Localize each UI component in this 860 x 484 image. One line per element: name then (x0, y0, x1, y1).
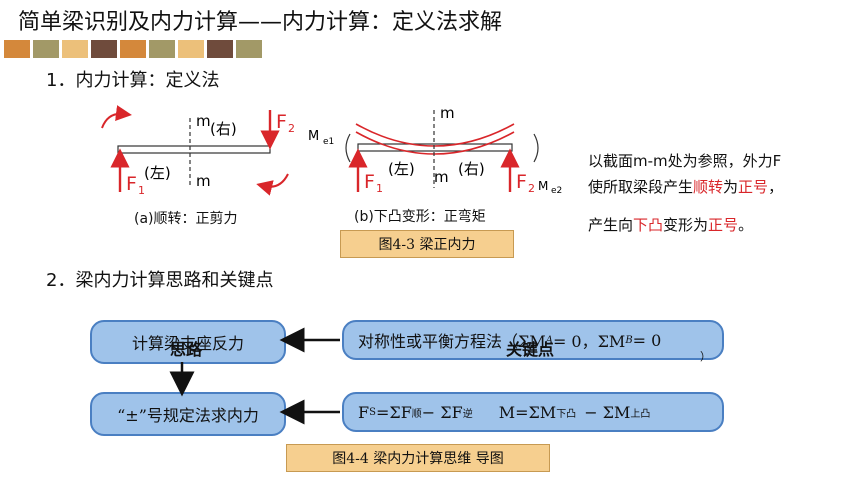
label-f2-sub: 2 (528, 182, 535, 195)
label-f2: F (276, 111, 287, 133)
color-swatch (207, 40, 233, 58)
label-f2-sub: 2 (288, 122, 295, 135)
subscript: B (625, 334, 633, 346)
label-left: (左) (144, 164, 171, 182)
figure-label-4-3: 图4-3 梁正内力 (340, 230, 514, 258)
note-line-1: 以截面m-m处为参照，外力F (588, 152, 782, 170)
label-left: (左) (388, 160, 415, 178)
label-f1-sub: 1 (376, 182, 383, 195)
label-m-bottom: m (196, 172, 211, 190)
label-me2: M (538, 179, 548, 193)
note-text: 。 (738, 216, 754, 234)
caption-b: (b)下凸变形：正弯矩 (354, 209, 486, 225)
closing-paren: ） (700, 350, 711, 363)
note-text: ， (768, 178, 784, 196)
color-swatch (236, 40, 262, 58)
flow-box-text: = 0，ΣM (552, 332, 626, 351)
flow-box-text: 计算梁支座反力 (131, 334, 244, 353)
label-m-bottom: m (434, 168, 449, 186)
color-bar (4, 40, 262, 58)
note-text: 变形为 (663, 216, 709, 234)
caption-a: (a)顺转：正剪力 (134, 211, 238, 227)
note-highlight: 正号 (708, 216, 739, 234)
label-m-top: m (440, 104, 455, 122)
label-right: (右) (210, 120, 237, 138)
overlay-label-thinking: 思路 (170, 340, 203, 359)
flow-box-text: − ΣF (421, 402, 463, 422)
diagram-a-shear: m (右) (左) m F 1 F 2 (101, 105, 295, 197)
flow-box-text: M=ΣM (498, 402, 557, 422)
subscript: 下凸 (556, 408, 577, 420)
note-line-2: 使所取梁段产生顺转为正号， (588, 176, 783, 197)
label-f1: F (364, 171, 375, 193)
page-title: 简单梁识别及内力计算——内力计算：定义法求解 (18, 10, 503, 35)
diagram-b-moment: m M e1 (左) m (右) F 1 F 2 M e2 (308, 104, 562, 196)
moment-arrow-icon (533, 133, 539, 163)
color-swatch (4, 40, 30, 58)
color-swatch (62, 40, 88, 58)
flow-box-text: 对称性或平衡方程法（ΣM (358, 332, 546, 351)
flow-box-reactions: 计算梁支座反力 (90, 320, 286, 364)
subscript: 逆 (462, 408, 473, 420)
flow-box-text: = 0 (632, 330, 662, 350)
flow-box-text: =ΣF (375, 402, 412, 422)
note-line-3: 产生向下凸变形为正号。 (588, 214, 753, 235)
flow-box-text: − ΣM (584, 402, 631, 422)
flow-box-text: F (358, 402, 370, 422)
note-highlight: 下凸 (633, 216, 664, 234)
label-me2-sub: e2 (551, 186, 562, 196)
label-right: (右) (458, 160, 485, 178)
rotation-arrow-icon (101, 105, 132, 129)
color-swatch (33, 40, 59, 58)
figure-label-4-4: 图4-4 梁内力计算思维 导图 (286, 444, 550, 472)
color-swatch (91, 40, 117, 58)
section-heading-2: 2．梁内力计算思路和关键点 (46, 270, 274, 291)
overlay-label-key-points: 关键点 (506, 340, 555, 359)
note-text: 产生向 (588, 216, 634, 234)
section-heading-1: 1．内力计算：定义法 (46, 70, 220, 91)
note-text: 使所取梁段产生 (588, 178, 694, 196)
note-highlight: 正号 (738, 178, 769, 196)
color-swatch (120, 40, 146, 58)
subscript: 上凸 (630, 408, 651, 420)
flow-box-sign-convention: “±”号规定法求内力 (90, 392, 286, 436)
note-highlight: 顺转 (693, 178, 724, 196)
label-m-top: m (196, 112, 211, 130)
color-swatch (149, 40, 175, 58)
label-me1: M (308, 129, 319, 144)
color-swatch (178, 40, 204, 58)
subscript: A (545, 334, 553, 346)
flow-box-text: “±”号规定法求内力 (117, 406, 259, 425)
subscript: S (369, 406, 376, 418)
label-f1-sub: 1 (138, 184, 145, 197)
rotation-arrow-icon (256, 173, 289, 196)
label-me1-sub: e1 (323, 137, 334, 147)
label-f1: F (126, 173, 137, 195)
beam-b (357, 143, 513, 152)
note-text: 为 (723, 178, 739, 196)
label-f2: F (516, 171, 527, 193)
subscript: 顺 (411, 408, 422, 420)
